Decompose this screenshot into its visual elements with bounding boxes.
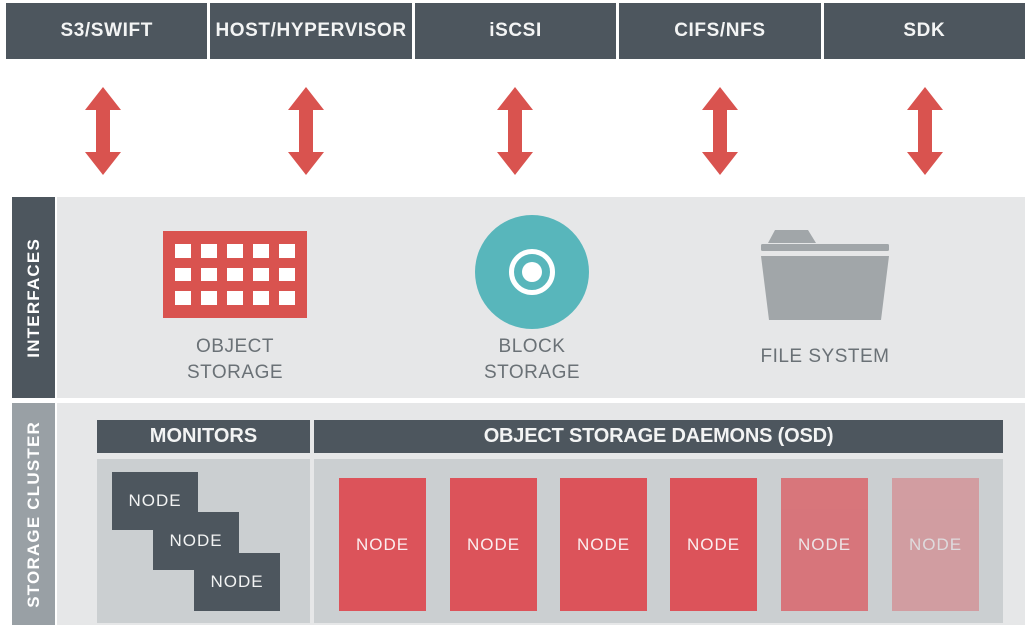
up-down-arrow-icon <box>907 87 943 175</box>
osd-header: OBJECT STORAGE DAEMONS (OSD) <box>314 420 1003 453</box>
disc-ring <box>509 249 555 295</box>
file-system-label: FILE SYSTEM <box>760 346 890 367</box>
osd-node: NODE <box>560 478 647 611</box>
up-down-arrow-icon <box>85 87 121 175</box>
osd-node-panel <box>314 459 1003 623</box>
protocol-bar: S3/SWIFT HOST/HYPERVISOR iSCSI CIFS/NFS … <box>6 3 1026 59</box>
protocol-sdk: SDK <box>823 3 1026 59</box>
storage-cluster-sidebar: STORAGE CLUSTER <box>12 403 55 625</box>
object-storage-label: OBJECT STORAGE <box>186 336 284 383</box>
monitor-node: NODE <box>194 553 280 611</box>
disc-center-dot <box>522 262 542 282</box>
protocol-s3-swift: S3/SWIFT <box>6 3 208 59</box>
interfaces-sidebar: INTERFACES <box>12 197 55 398</box>
file-system-folder-icon <box>760 227 890 320</box>
osd-node: NODE <box>450 478 537 611</box>
interfaces-sidebar-label: INTERFACES <box>23 237 43 358</box>
protocol-iscsi: iSCSI <box>414 3 617 59</box>
up-down-arrow-icon <box>288 87 324 175</box>
up-down-arrow-icon <box>702 87 738 175</box>
storage-cluster-sidebar-label: STORAGE CLUSTER <box>23 420 43 608</box>
block-storage-label: BLOCK STORAGE <box>483 336 581 383</box>
osd-node-more-faded: NODE <box>892 478 979 611</box>
protocol-cifs-nfs: CIFS/NFS <box>619 3 821 59</box>
up-down-arrow-icon <box>497 87 533 175</box>
protocol-host-hypervisor: HOST/HYPERVISOR <box>210 3 412 59</box>
monitors-header: MONITORS <box>97 420 310 453</box>
osd-node: NODE <box>670 478 757 611</box>
object-storage-icon <box>163 231 307 318</box>
osd-node-faded: NODE <box>781 478 868 611</box>
osd-node: NODE <box>339 478 426 611</box>
